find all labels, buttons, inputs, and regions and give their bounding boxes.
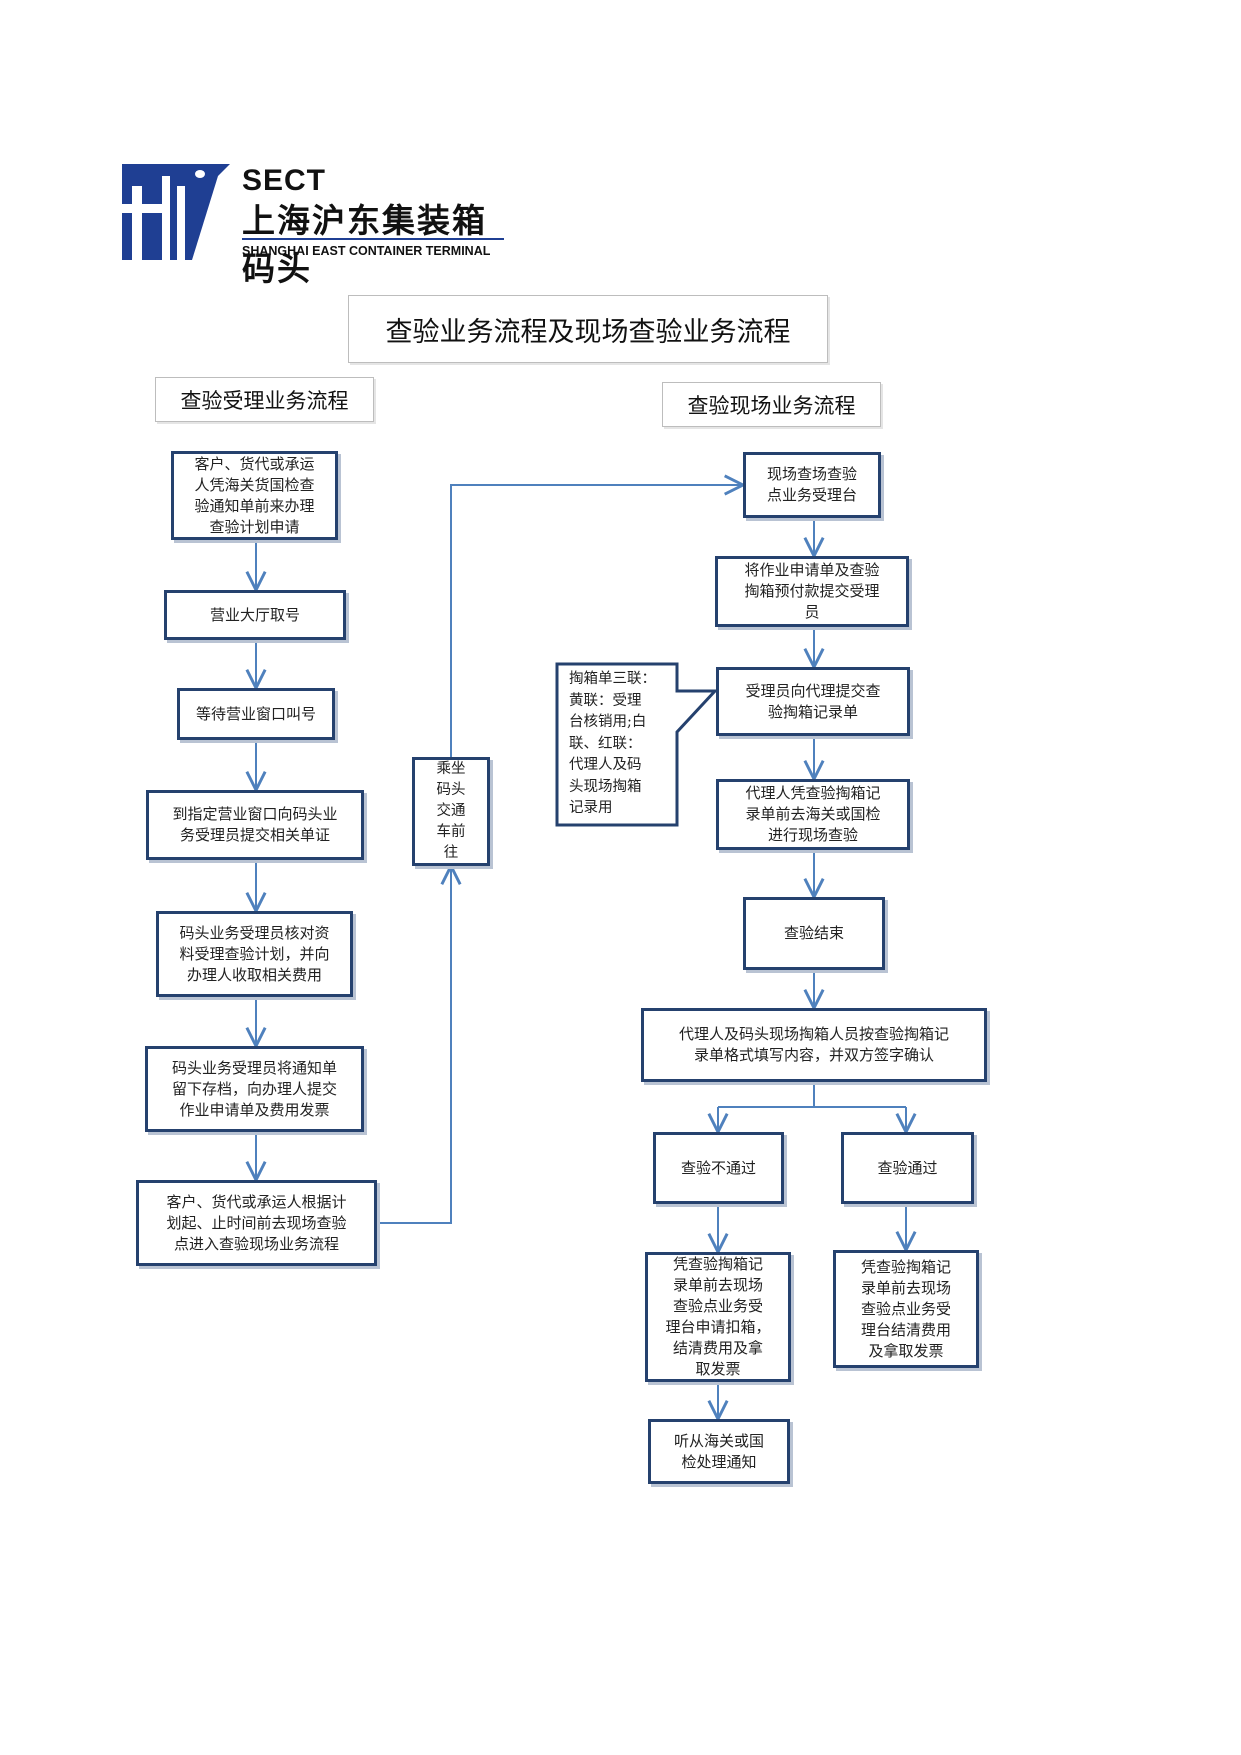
left-step-4: 到指定营业窗口向码头业 务受理员提交相关单证 (146, 790, 364, 860)
shuttle-bus-step: 乘坐 码头 交通 车前 往 (412, 757, 490, 866)
logo-divider (242, 238, 504, 240)
right-step-5: 查验结束 (743, 897, 885, 970)
note-callout-text: 掏箱单三联： 黄联：受理 台核销用;白 联、红联： 代理人及码 头现场掏箱 记录… (569, 671, 656, 817)
right-step-3: 受理员向代理提交查 验掏箱记录单 (716, 667, 910, 736)
note-callout-shape (555, 662, 719, 827)
right-step-6: 代理人及码头现场掏箱人员按查验掏箱记 录单格式填写内容，并双方签字确认 (641, 1008, 987, 1082)
right-section-title: 查验现场业务流程 (662, 382, 881, 427)
fail-branch-step: 凭查验掏箱记 录单前去现场 查验点业务受 理台申请扣箱， 结清费用及拿 取发票 (645, 1252, 791, 1382)
left-step-1: 客户、货代或承运 人凭海关货国检查 验通知单前来办理 查验计划申请 (171, 451, 338, 540)
left-step-6: 码头业务受理员将通知单 留下存档，向办理人提交 作业申请单及费用发票 (145, 1046, 364, 1132)
left-section-title: 查验受理业务流程 (155, 377, 374, 422)
company-logo: SECT 上海沪东集装箱码头 SHANGHAI EAST CONTAINER T… (122, 164, 512, 288)
page-title: 查验业务流程及现场查验业务流程 (348, 295, 828, 363)
left-step-7: 客户、货代或承运人根据计 划起、止时间前去现场查验 点进入查验现场业务流程 (136, 1180, 377, 1266)
fail-final-step: 听从海关或国 检处理通知 (648, 1419, 790, 1484)
inspection-fail: 查验不通过 (653, 1132, 784, 1204)
arrow (377, 866, 451, 1224)
right-step-2: 将作业申请单及查验 掏箱预付款提交受理 员 (715, 556, 909, 627)
pass-branch-step: 凭查验掏箱记 录单前去现场 查验点业务受 理台结清费用 及拿取发票 (833, 1250, 979, 1368)
arrow (450, 485, 743, 757)
logo-english-name: SHANGHAI EAST CONTAINER TERMINAL (242, 244, 491, 258)
sect-logo-mark-icon (122, 164, 230, 260)
inspection-pass: 查验通过 (841, 1132, 974, 1204)
left-step-2: 营业大厅取号 (164, 590, 346, 640)
right-step-1: 现场查场查验 点业务受理台 (743, 452, 881, 518)
logo-chinese-name: 上海沪东集装箱码头 (242, 201, 487, 288)
logo-abbreviation: SECT (242, 164, 327, 197)
right-step-4: 代理人凭查验掏箱记 录单前去海关或国检 进行现场查验 (716, 779, 910, 850)
left-step-5: 码头业务受理员核对资 料受理查验计划，并向 办理人收取相关费用 (156, 911, 353, 997)
left-step-3: 等待营业窗口叫号 (177, 688, 335, 740)
